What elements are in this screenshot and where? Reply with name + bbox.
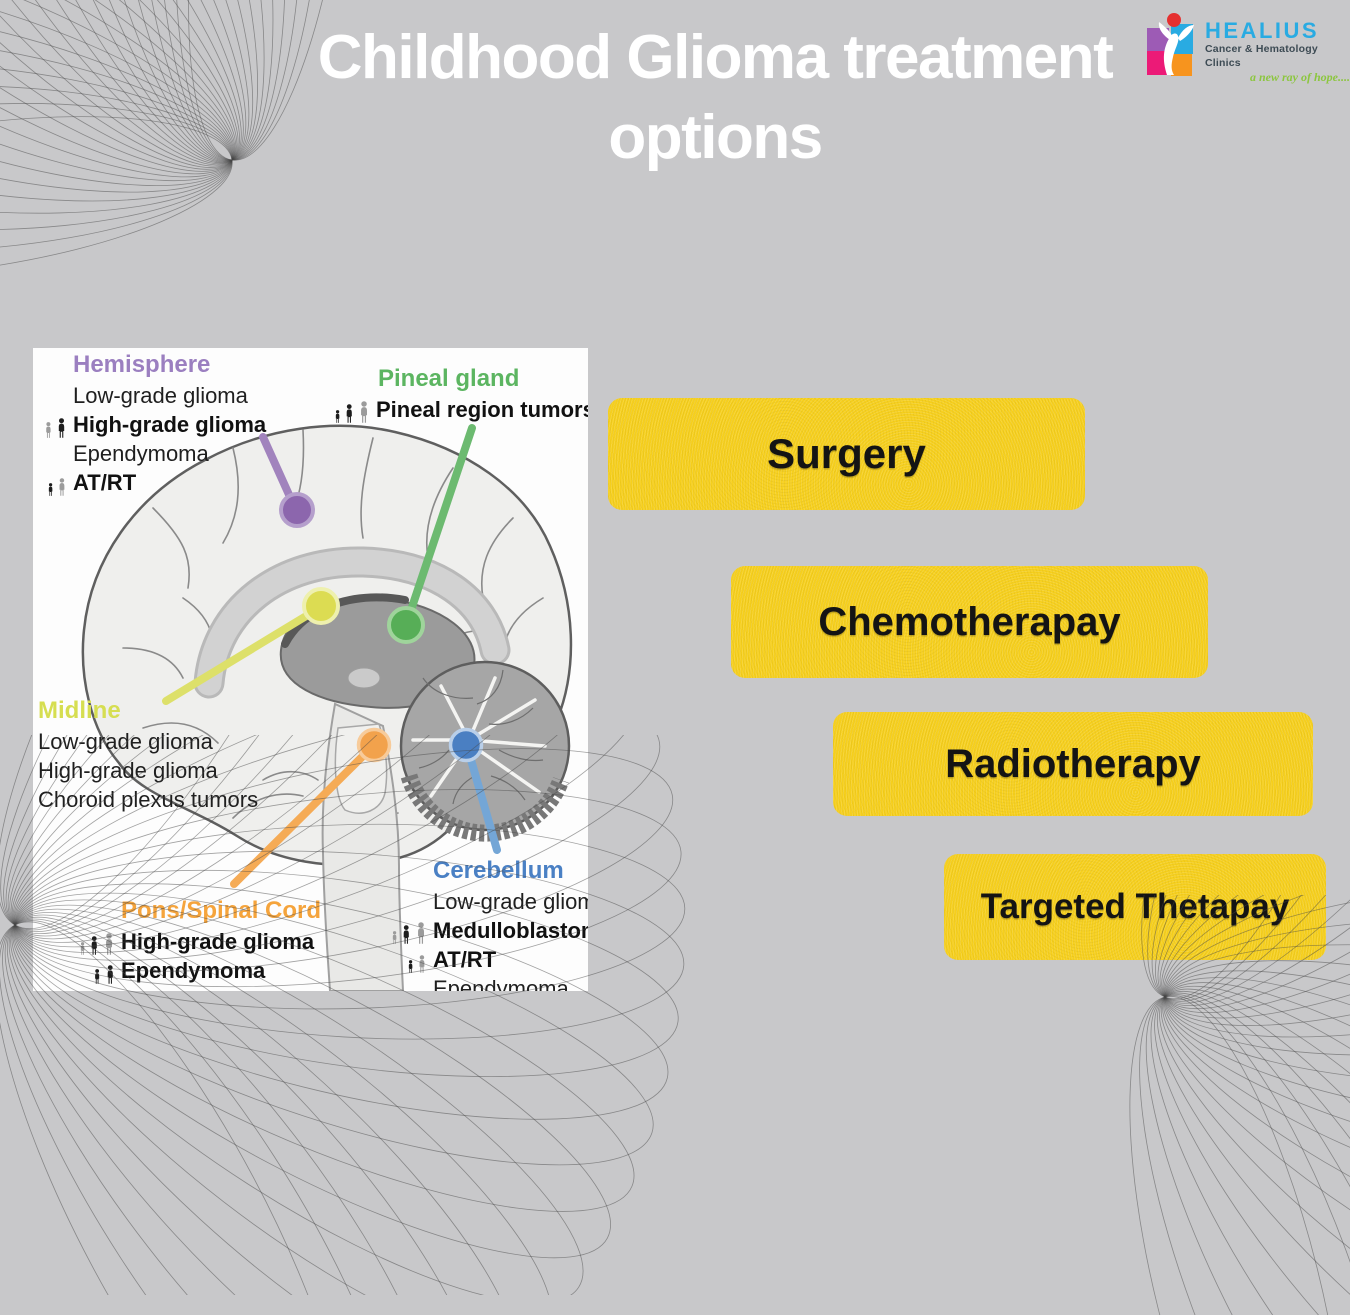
person-icons [318, 401, 376, 423]
tumor-row: High-grade glioma [33, 409, 266, 438]
hemisphere-marker-dot [279, 492, 315, 528]
tumor-row: Ependymoma [73, 955, 321, 984]
tumor-row: Low-grade glioma [73, 383, 248, 408]
region-pineal-gland: Pineal gland Pineal region tumors [318, 364, 588, 423]
pons-marker-dot [356, 727, 392, 763]
person-icon-child-dark [334, 410, 341, 423]
page-title-line1: Childhood Glioma treatment [317, 23, 1114, 92]
page-title-line2: options [608, 103, 823, 172]
chemotherapy-button[interactable]: Chemotherapay [731, 566, 1208, 678]
region-pons-spinal-cord: Pons/Spinal Cord High-grade glioma Epend… [73, 896, 321, 984]
pineal-marker-dot [387, 606, 425, 644]
midline-marker-dot [302, 587, 340, 625]
person-icons [73, 965, 121, 984]
tumor-row: Ependymoma [433, 976, 569, 991]
tumor-row: High-grade glioma [73, 926, 321, 955]
person-icon-adult-dark [56, 418, 67, 438]
person-icon-child-gray [79, 942, 86, 955]
region-hemisphere-title: Hemisphere [73, 351, 211, 378]
logo-tagline-text: a new ray of hope.... [1250, 70, 1350, 84]
person-icon-adult-gray [57, 478, 67, 496]
surgery-button[interactable]: Surgery [608, 398, 1085, 510]
person-icon-child-dark [47, 483, 54, 496]
tumor-row: Medulloblastoma [385, 915, 588, 944]
tumor-row: Low-grade glioma [38, 729, 213, 754]
healius-logo-icon [1143, 12, 1199, 76]
person-icon-child-dark [407, 960, 414, 973]
person-icons [33, 478, 73, 496]
person-icons [33, 418, 73, 438]
person-icon-adult-gray [358, 401, 370, 423]
tumor-row: Low-grade glioma [433, 889, 588, 914]
region-hemisphere: Hemisphere Low-grade glioma High-grade g… [33, 350, 266, 496]
person-icon-adult-dark [105, 965, 116, 984]
person-icon-adult-dark [89, 936, 100, 955]
tumor-row: Choroid plexus tumors [38, 787, 259, 812]
region-midline: Midline Low-grade glioma High-grade glio… [38, 696, 258, 813]
region-pons-title: Pons/Spinal Cord [121, 897, 322, 924]
tumor-row: Ependymoma [73, 441, 209, 466]
logo-subtitle-text: Cancer & Hematology Clinics [1205, 43, 1318, 69]
person-icon-child-gray [391, 931, 398, 944]
person-icons [385, 922, 433, 944]
person-icon-adult-dark [344, 404, 355, 423]
tumor-row: AT/RT [385, 944, 588, 973]
person-icon-adult-dark-small [93, 969, 101, 984]
logo-brand-text: HEALIUS [1205, 18, 1320, 43]
page-title: Childhood Glioma treatment options [180, 18, 1250, 178]
healius-logo: HEALIUS Cancer & Hematology Clinics a ne… [1143, 12, 1350, 84]
region-cerebellum: Cerebellum Low-grade glioma Medulloblast… [385, 856, 588, 991]
person-icon-adult-dark [401, 925, 412, 944]
tumor-row: AT/RT [33, 467, 266, 496]
region-cerebellum-title: Cerebellum [433, 857, 564, 884]
pineal-leader-line [403, 424, 476, 626]
region-midline-title: Midline [38, 697, 121, 724]
midline-leader-line [162, 603, 325, 705]
tumor-row: Pineal region tumors [318, 394, 588, 423]
person-icons [73, 933, 121, 955]
cerebellum-marker-dot [448, 727, 484, 763]
person-icon-adult-gray-small [44, 422, 53, 438]
targeted-therapy-button[interactable]: Targeted Thetapay [944, 854, 1326, 960]
radiotherapy-button[interactable]: Radiotherapy [833, 712, 1313, 816]
brain-diagram-card: Hemisphere Low-grade glioma High-grade g… [33, 348, 588, 991]
person-icon-adult-gray [103, 933, 115, 955]
person-icons [385, 955, 433, 973]
tumor-row: High-grade glioma [38, 758, 218, 783]
region-pineal-title: Pineal gland [378, 365, 520, 392]
person-icon-adult-gray [417, 955, 427, 973]
person-icon-adult-gray [415, 922, 427, 944]
